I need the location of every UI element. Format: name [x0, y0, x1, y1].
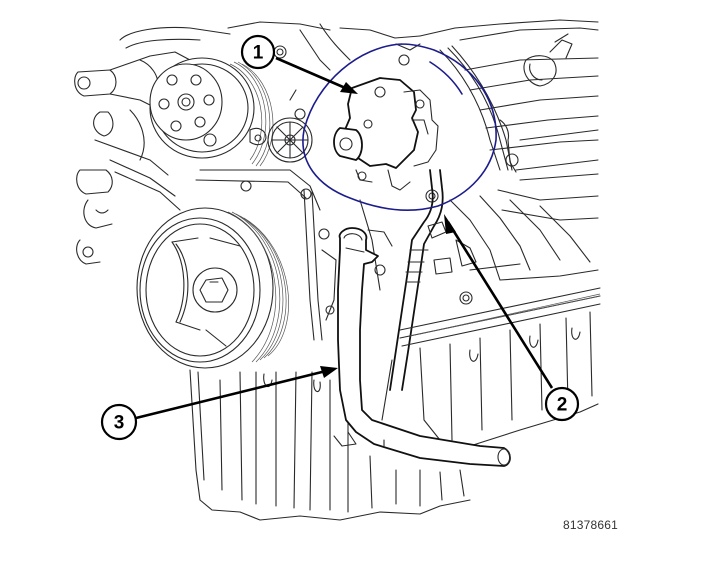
return-hose — [337, 227, 511, 467]
engine-top — [227, 19, 599, 221]
oil-pan — [189, 287, 601, 521]
crankshaft-pulley — [136, 207, 289, 369]
callout-3-label: 3 — [114, 413, 125, 434]
pressure-line — [389, 169, 453, 391]
figure-id: 81378661 — [563, 518, 618, 532]
callout-2-label: 2 — [557, 395, 568, 416]
callout-1-label: 1 — [253, 43, 264, 64]
callout-3: 3 — [100, 366, 338, 441]
callout-1: 1 — [240, 34, 358, 94]
power-steering-pump — [333, 43, 439, 203]
callout-2: 2 — [444, 214, 580, 422]
timing-cover — [195, 89, 330, 341]
upper-pulley — [149, 57, 274, 167]
hand-drawn-circle-annotation — [302, 43, 497, 211]
